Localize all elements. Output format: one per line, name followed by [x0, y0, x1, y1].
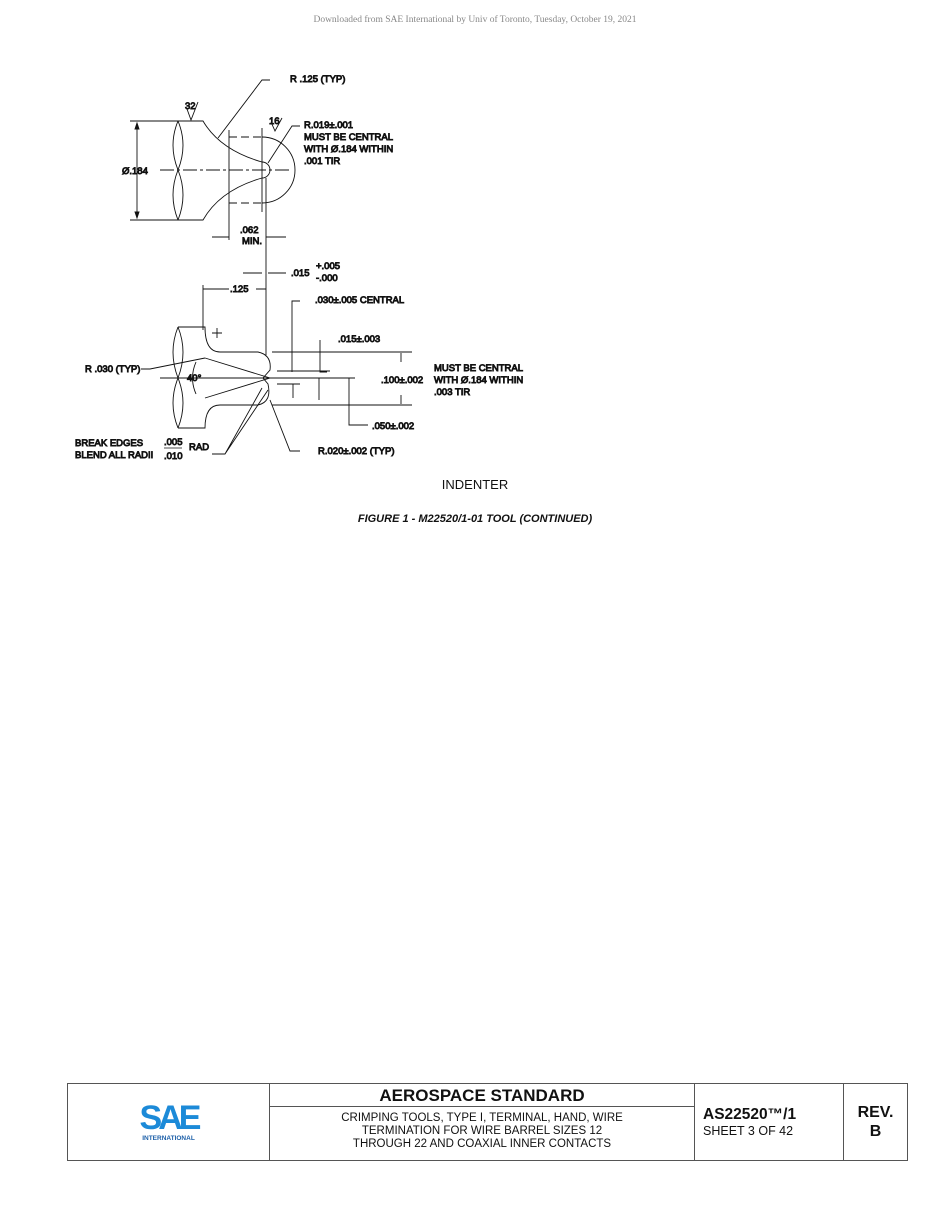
drawing-label: INDENTER	[441, 477, 509, 492]
finish-32: 32	[185, 101, 196, 112]
label-r030: R .030 (TYP)	[85, 364, 140, 375]
label-030: .030±.005 CENTRAL	[315, 295, 404, 306]
label-central-note: WITH Ø.184 WITHIN	[434, 375, 523, 386]
label-062: .062	[240, 225, 259, 236]
label-100: .100±.002	[381, 375, 423, 386]
label-r019-note: .001 TIR	[304, 156, 340, 167]
label-frac-top: .005	[164, 437, 183, 448]
standard-heading: AEROSPACE STANDARD	[270, 1084, 694, 1107]
label-blend-radii: BLEND ALL RADII	[75, 450, 153, 461]
finish-16: 16	[269, 116, 280, 127]
label-dia184: Ø.184	[122, 166, 148, 177]
label-125: .125	[230, 284, 249, 295]
label-015-tol-minus: -.000	[316, 273, 338, 284]
label-frac-bottom: .010	[164, 451, 183, 462]
label-r019-note: MUST BE CENTRAL	[304, 132, 393, 143]
bottom-profile	[141, 326, 412, 455]
label-central-note: .003 TIR	[434, 387, 470, 398]
label-015: .015	[291, 268, 310, 279]
top-profile	[130, 79, 327, 373]
indenter-drawing: R .125 (TYP) 32 16 R.019±.001 MUST BE CE…	[75, 74, 524, 463]
label-015b: .015±.003	[338, 334, 380, 345]
title-block: SAE INTERNATIONAL AEROSPACE STANDARD CRI…	[67, 1083, 908, 1161]
label-break-edges: BREAK EDGES	[75, 438, 143, 449]
label-central-note: MUST BE CENTRAL	[434, 363, 523, 374]
sae-logo: SAE INTERNATIONAL	[68, 1084, 270, 1160]
figure-caption: FIGURE 1 - M22520/1-01 TOOL (CONTINUED)	[357, 513, 593, 525]
label-r020: R.020±.002 (TYP)	[318, 446, 395, 457]
revision: REV. B	[857, 1104, 894, 1140]
label-r019-note: WITH Ø.184 WITHIN	[304, 144, 393, 155]
label-rad: RAD	[189, 442, 209, 453]
download-notice: Downloaded from SAE International by Uni…	[313, 15, 637, 25]
sheet-number: SHEET 3 OF 42	[703, 1124, 794, 1138]
label-angle: 40°	[187, 373, 202, 384]
standard-description: CRIMPING TOOLS, TYPE I, TERMINAL, HAND, …	[341, 1112, 623, 1150]
label-r019: R.019±.001	[304, 120, 353, 131]
label-062-min: MIN.	[242, 236, 262, 247]
label-015-tol-plus: +.005	[316, 261, 340, 272]
label-050: .050±.002	[372, 421, 414, 432]
doc-number: AS22520™/1	[703, 1106, 797, 1123]
label-r125: R .125 (TYP)	[290, 74, 345, 85]
